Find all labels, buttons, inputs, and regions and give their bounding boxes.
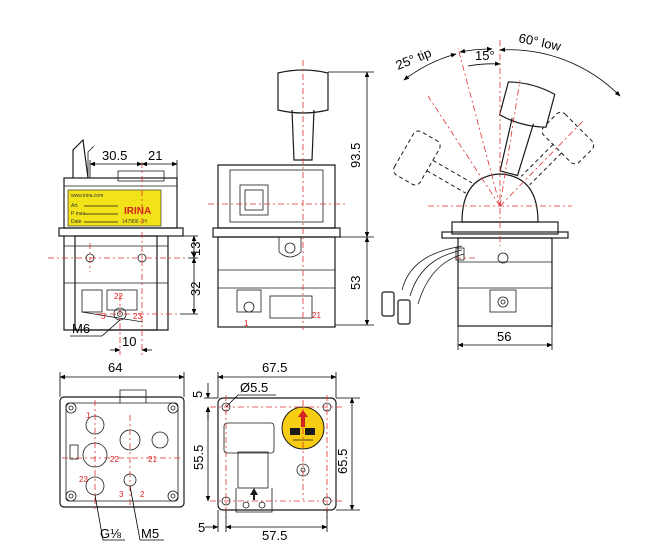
side-port-23: 23: [133, 312, 142, 321]
front-view: 1 21 93.5 53: [208, 60, 374, 330]
dim-56: 56: [497, 329, 511, 344]
label-row1: Art.: [71, 203, 79, 209]
dim-55-5: 55.5: [191, 445, 206, 470]
front-port-1: 1: [244, 319, 249, 328]
angle-tip: 25° tip: [394, 45, 434, 73]
dim-57-5: 57.5: [262, 528, 287, 543]
product-label: [67, 189, 162, 227]
dim-10: 10: [122, 334, 136, 349]
bottom-port-22: 22: [110, 455, 119, 464]
dim-93-5: 93.5: [348, 143, 363, 168]
side-port-3: 3: [101, 312, 106, 321]
label-row3: Date: [71, 219, 82, 225]
label-site: www.irina.com: [71, 193, 103, 199]
dim-30-5: 30.5: [102, 148, 127, 163]
side-port-22: 22: [114, 292, 123, 301]
angle-15: 15°: [475, 48, 495, 63]
bottom-port-3: 3: [119, 490, 124, 499]
dim-g-eighth: G⅛: [100, 526, 121, 541]
dim-32: 32: [188, 282, 203, 296]
side-view: www.irina.com Art. P max Date IRINA 1479…: [48, 138, 203, 355]
dim-13: 13: [188, 242, 203, 256]
dim-m5: M5: [141, 526, 159, 541]
bottom-port-2: 2: [140, 490, 145, 499]
label-code: 147906 - H: [122, 219, 147, 225]
tilt-view: 25° tip 15° 60° low 56: [381, 30, 621, 350]
dim-64: 64: [108, 360, 122, 375]
dim-21: 21: [148, 148, 162, 163]
dim-5-bottom: 5: [198, 520, 205, 535]
label-row2: P max: [71, 211, 86, 217]
dim-m6: M6: [72, 321, 90, 336]
plate-view: 67.5 5 Ø5.5 55.5 65.5 5 57.5: [190, 360, 360, 543]
dim-67-5: 67.5: [262, 360, 287, 375]
dim-53: 53: [348, 276, 363, 290]
dim-diameter: Ø5.5: [240, 380, 268, 395]
bottom-view: 1 22 21 23 3 2 64 G⅛ M5: [59, 360, 185, 541]
front-port-21: 21: [312, 311, 321, 320]
dim-5-top: 5: [190, 391, 205, 398]
label-brand: IRINA: [124, 206, 151, 217]
bottom-port-1: 1: [86, 411, 91, 420]
bottom-port-23: 23: [79, 475, 88, 484]
dim-65-5: 65.5: [335, 449, 350, 474]
bottom-port-21: 21: [148, 455, 157, 464]
